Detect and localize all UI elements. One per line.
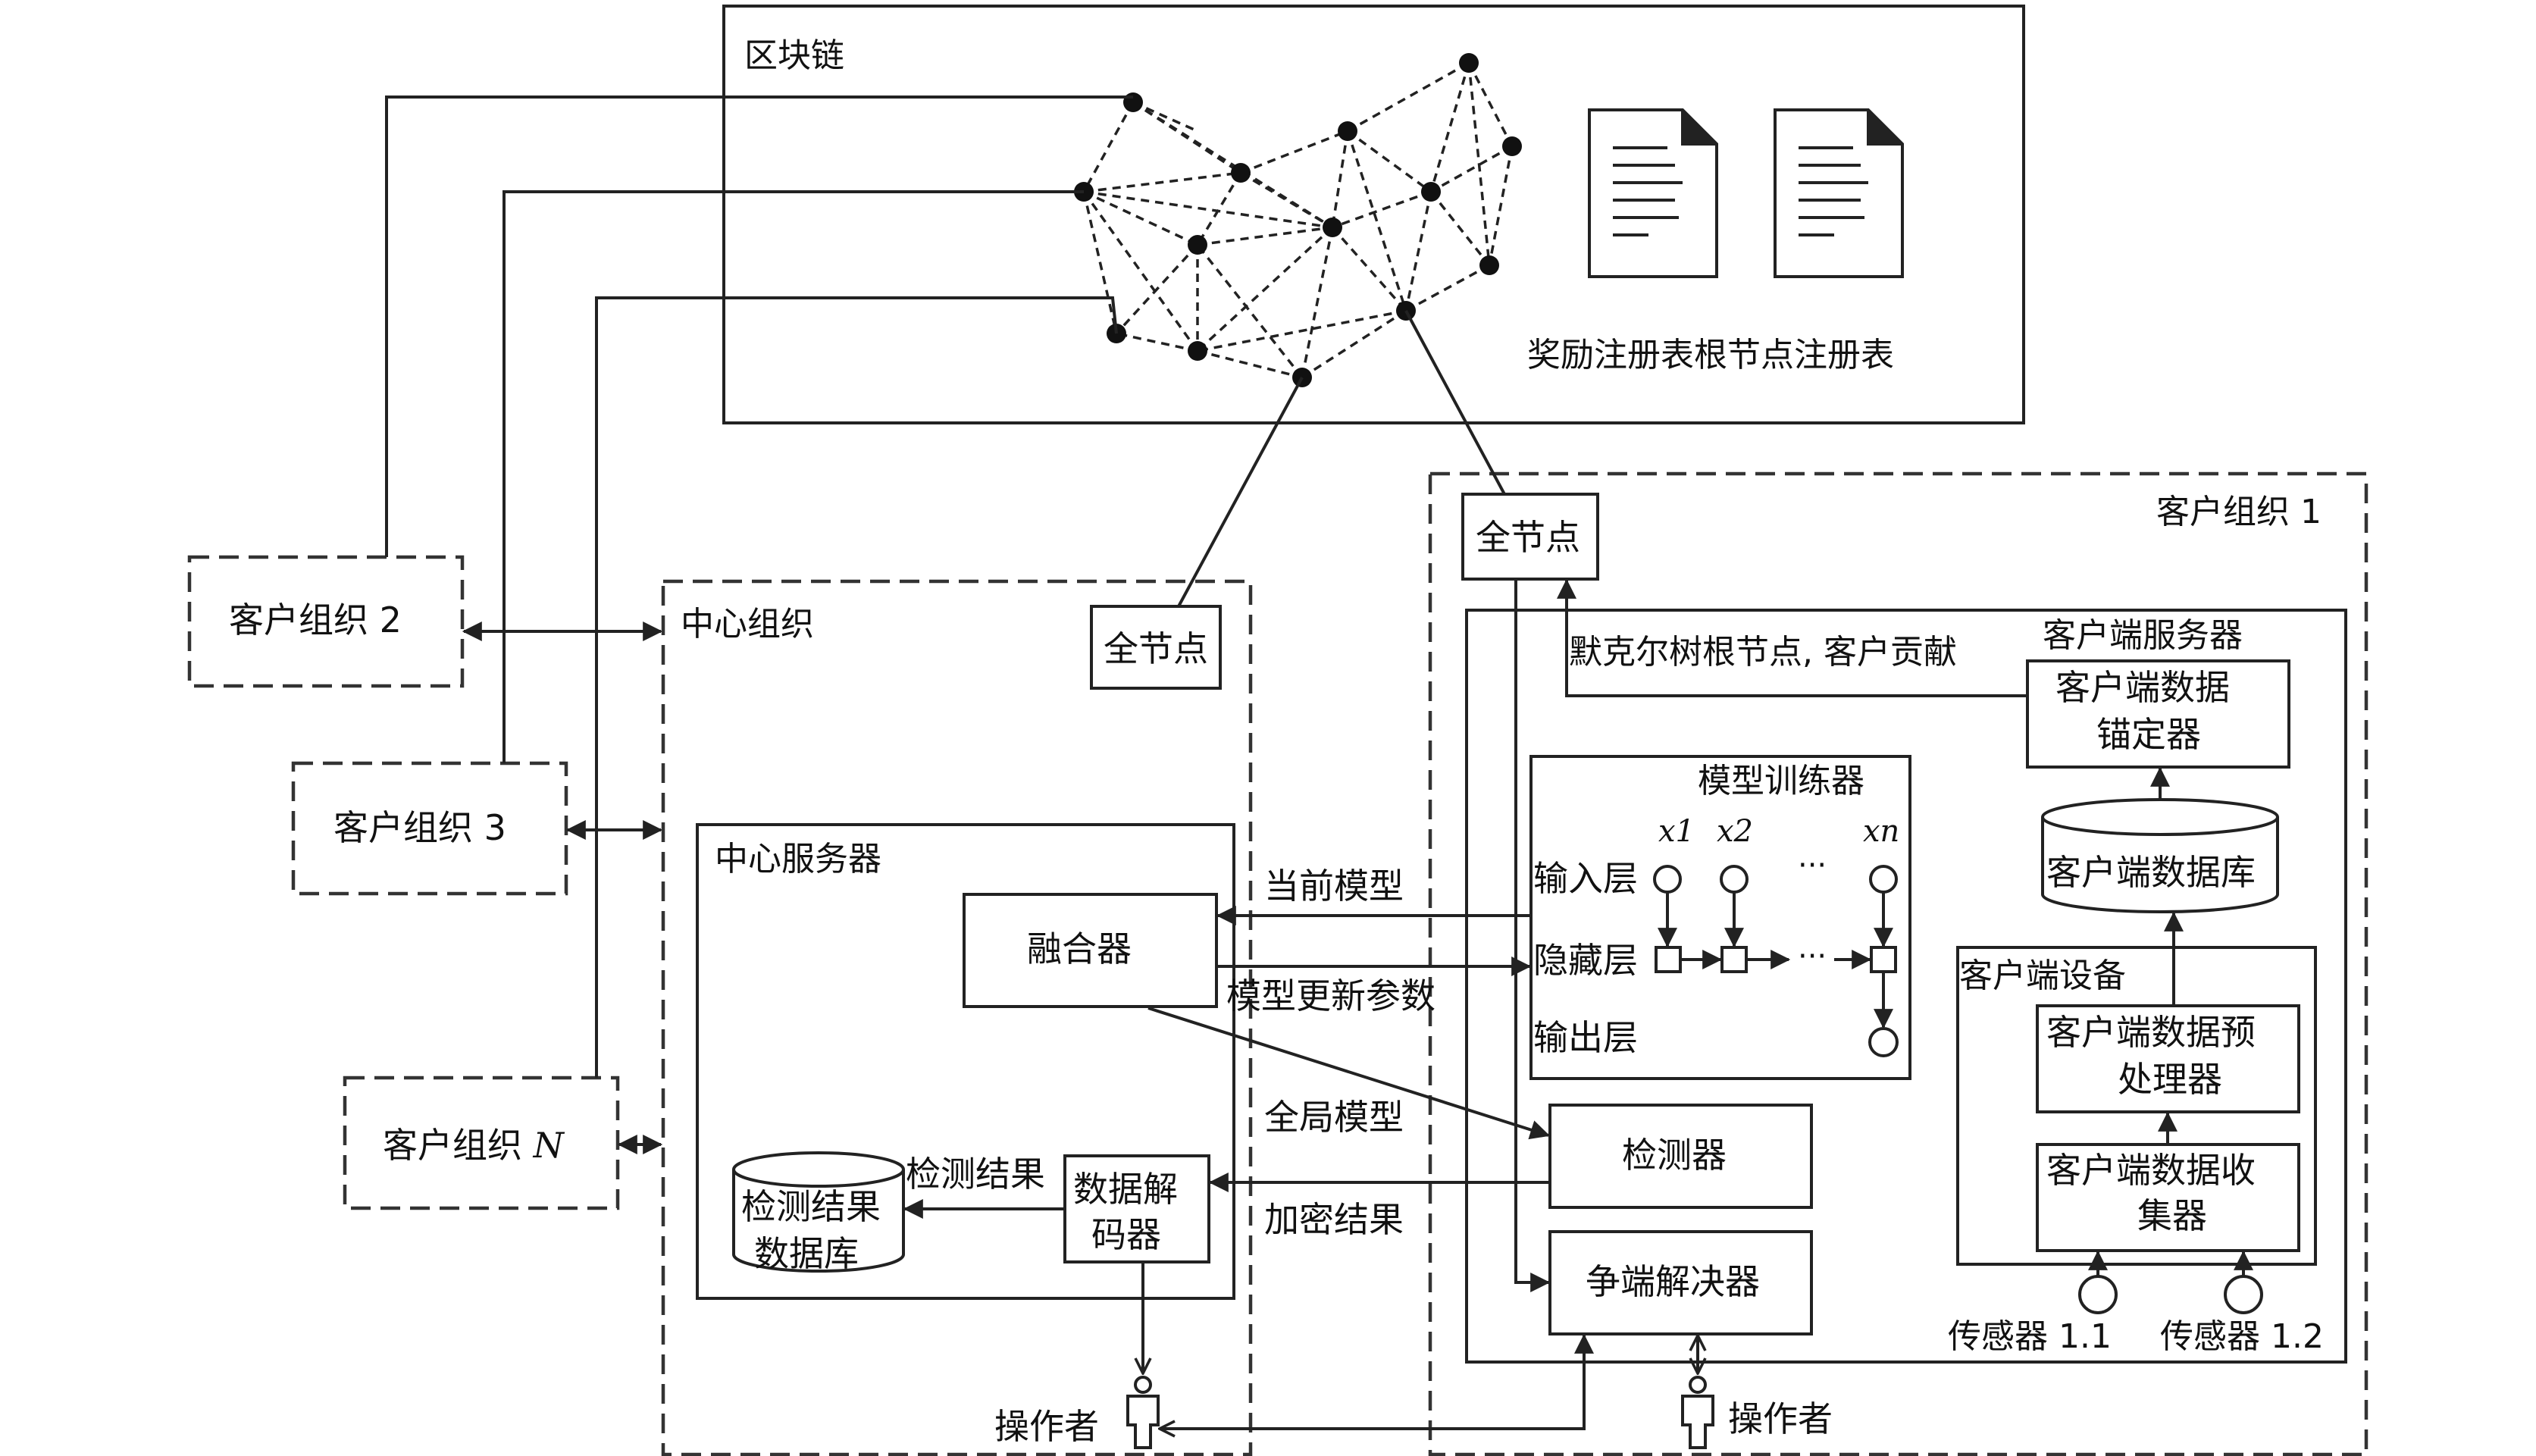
db-label-1: 检测结果 (741, 1186, 881, 1227)
resolver-center-operator-link (1160, 1335, 1584, 1429)
org1-operator-label: 操作者 (1728, 1398, 1833, 1439)
hidden-node (1870, 946, 1897, 973)
merkle-label: 默克尔树根节点, 客户贡献 (1569, 633, 1957, 672)
sensor-icon (2224, 1275, 2263, 1314)
global-model-label: 全局模型 (1264, 1097, 1404, 1138)
detection-result-label: 检测结果 (906, 1154, 1045, 1195)
fullnode-resolver-link (1514, 579, 1551, 1292)
center-full-node-label: 全节点 (1104, 628, 1208, 669)
model-trainer: 模型训练器 输入层 隐藏层 输出层 x1 x2 xn ··· ··· (1529, 755, 1911, 1080)
sensor1-label: 传感器 1.1 (1948, 1317, 2112, 1356)
client-device (1956, 946, 2317, 1266)
client-server (1465, 609, 2347, 1364)
org3-chain-link (503, 190, 1084, 763)
global-model-arrow (1147, 1007, 1551, 1140)
update-params-label: 模型更新参数 (1226, 975, 1436, 1016)
client-org-2-label: 客户组织 2 (229, 600, 402, 640)
center-server (696, 823, 1235, 1300)
center-operator-icon (1126, 1376, 1160, 1449)
resolver-label: 争端解决器 (1586, 1261, 1760, 1302)
anchor-to-fullnode-arrow (1557, 578, 2027, 697)
chain-node (1479, 255, 1499, 275)
client-device-title: 客户端设备 (1959, 957, 2126, 995)
org1-full-node-label: 全节点 (1476, 517, 1580, 558)
document-icon (1774, 108, 1904, 278)
output-layer-label: 输出层 (1533, 1017, 1638, 1058)
registry-label: 奖励注册表根节点注册表 (1527, 336, 1894, 374)
preprocessor-label-2: 处理器 (2118, 1059, 2222, 1100)
encrypted-result-label: 加密结果 (1264, 1199, 1404, 1240)
org1-full-node (1461, 493, 1599, 581)
decoder-label-1: 数据解 (1073, 1169, 1178, 1210)
hidden-node (1655, 946, 1682, 973)
fuser-label: 融合器 (1027, 928, 1132, 969)
blockchain-network (1074, 53, 1522, 387)
org1-operator-icon (1681, 1376, 1714, 1449)
preprocessor-label-1: 客户端数据预 (2046, 1012, 2256, 1053)
sensor2-label: 传感器 1.2 (2160, 1317, 2324, 1356)
client-db-label: 客户端数据库 (2046, 852, 2256, 893)
db-label-2: 数据库 (754, 1233, 859, 1274)
client-org-n: 客户组织 N (343, 1076, 620, 1210)
document-icon (1588, 108, 1718, 278)
client-org-1-title: 客户组织 1 (2156, 493, 2322, 531)
blockchain-panel: 区块链 (722, 5, 2025, 424)
client-org-3: 客户组织 3 (291, 761, 568, 896)
center-server-title: 中心服务器 (715, 840, 881, 878)
input-node (1653, 865, 1682, 894)
input-node (1720, 865, 1749, 894)
ellipsis-top: ··· (1798, 848, 1827, 883)
client-database: 客户端数据库 (2041, 798, 2279, 913)
chain-node (1502, 136, 1522, 156)
chain-node (1123, 92, 1143, 112)
ellipsis-mid: ··· (1798, 939, 1827, 974)
center-operator-label: 操作者 (994, 1406, 1099, 1447)
org1-node-chain-link (1404, 310, 1506, 495)
center-org-title: 中心组织 (681, 605, 814, 643)
blockchain-title: 区块链 (744, 36, 844, 75)
org2-chain-link (385, 96, 1133, 557)
chain-node (1231, 163, 1251, 183)
client-org-3-label: 客户组织 3 (333, 807, 506, 848)
chain-node (1338, 121, 1357, 141)
chain-node (1323, 218, 1342, 237)
chain-node (1188, 341, 1207, 361)
sensor-icon (2078, 1275, 2118, 1314)
model-trainer-title: 模型训练器 (1698, 762, 1864, 800)
center-node-chain-link (1177, 377, 1304, 607)
detection-result-database: 检测结果 数据库 (732, 1151, 905, 1274)
chain-node (1188, 235, 1207, 255)
input-node (1869, 865, 1898, 894)
xn-label: xn (1863, 814, 1899, 849)
collector-label-2: 集器 (2137, 1195, 2207, 1236)
client-server-title: 客户端服务器 (2043, 616, 2243, 655)
chain-node (1459, 53, 1479, 73)
anchor-label-2: 锚定器 (2096, 714, 2201, 755)
center-org: 中心组织 全节点 中心服务器 融合器 检测结果 数据库 数据解 码器 检测结果 … (661, 579, 1253, 1456)
input-layer-label: 输入层 (1533, 858, 1638, 899)
detector-box (1548, 1104, 1813, 1209)
client-org-1: 客户组织 1 全节点 客户端服务器 客户端数据 锚定器 默克尔树根节点, 客户贡… (1428, 471, 2368, 1456)
fuser-box (963, 893, 1218, 1008)
detector-label: 检测器 (1622, 1135, 1727, 1176)
hidden-node (1720, 946, 1748, 973)
output-node (1868, 1027, 1899, 1057)
x1-label: x1 (1658, 814, 1695, 849)
decoder-label-2: 码器 (1091, 1214, 1161, 1255)
collector-label-1: 客户端数据收 (2046, 1150, 2256, 1191)
hidden-layer-label: 隐藏层 (1533, 940, 1638, 981)
orgn-chain-link (595, 296, 1118, 1078)
anchor-label-1: 客户端数据 (2055, 667, 2230, 708)
center-full-node (1090, 605, 1222, 690)
chain-node (1421, 182, 1441, 202)
current-model-label: 当前模型 (1264, 866, 1404, 906)
x2-label: x2 (1717, 814, 1753, 849)
client-org-n-label: 客户组织 N (383, 1125, 565, 1166)
client-org-2: 客户组织 2 (187, 555, 465, 688)
